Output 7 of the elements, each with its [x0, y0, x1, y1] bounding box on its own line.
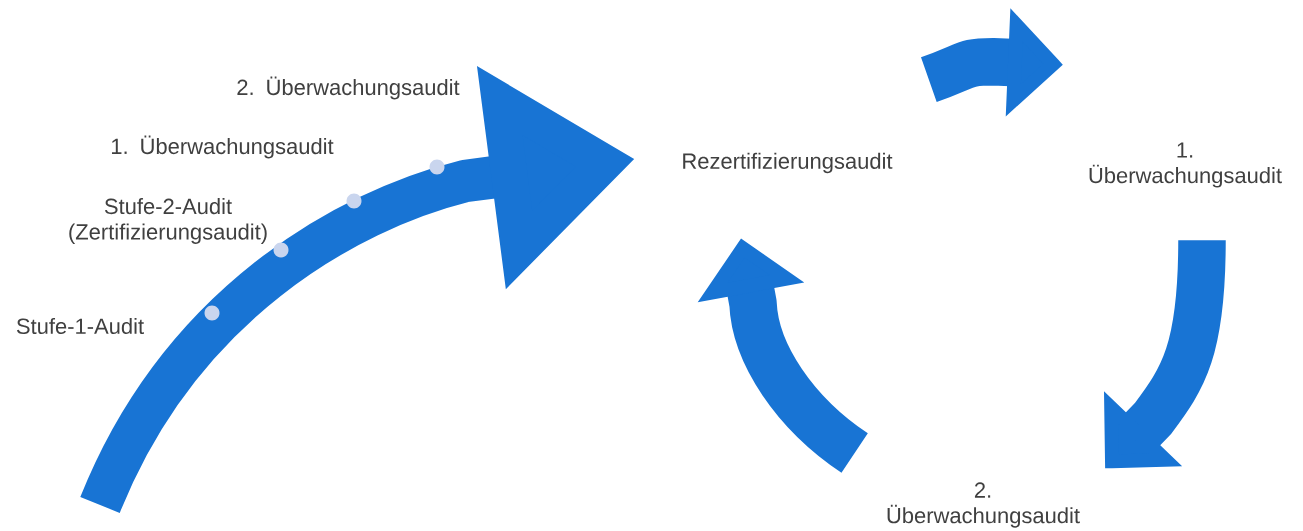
- stage-label: Stufe-1-Audit: [16, 317, 144, 335]
- stage-label: Rezertifizierungsaudit: [683, 152, 893, 174]
- stage-label: 2. Überwachungsaudit: [887, 482, 1080, 528]
- stage-label: 1. Überwachungsaudit: [1089, 142, 1282, 188]
- stage-label: 2. Überwachungsaudit: [237, 76, 460, 100]
- stage-label: Stufe-2-Audit (Zertifizierungsaudit): [69, 198, 267, 244]
- stage-label: 1. Überwachungsaudit: [112, 135, 334, 159]
